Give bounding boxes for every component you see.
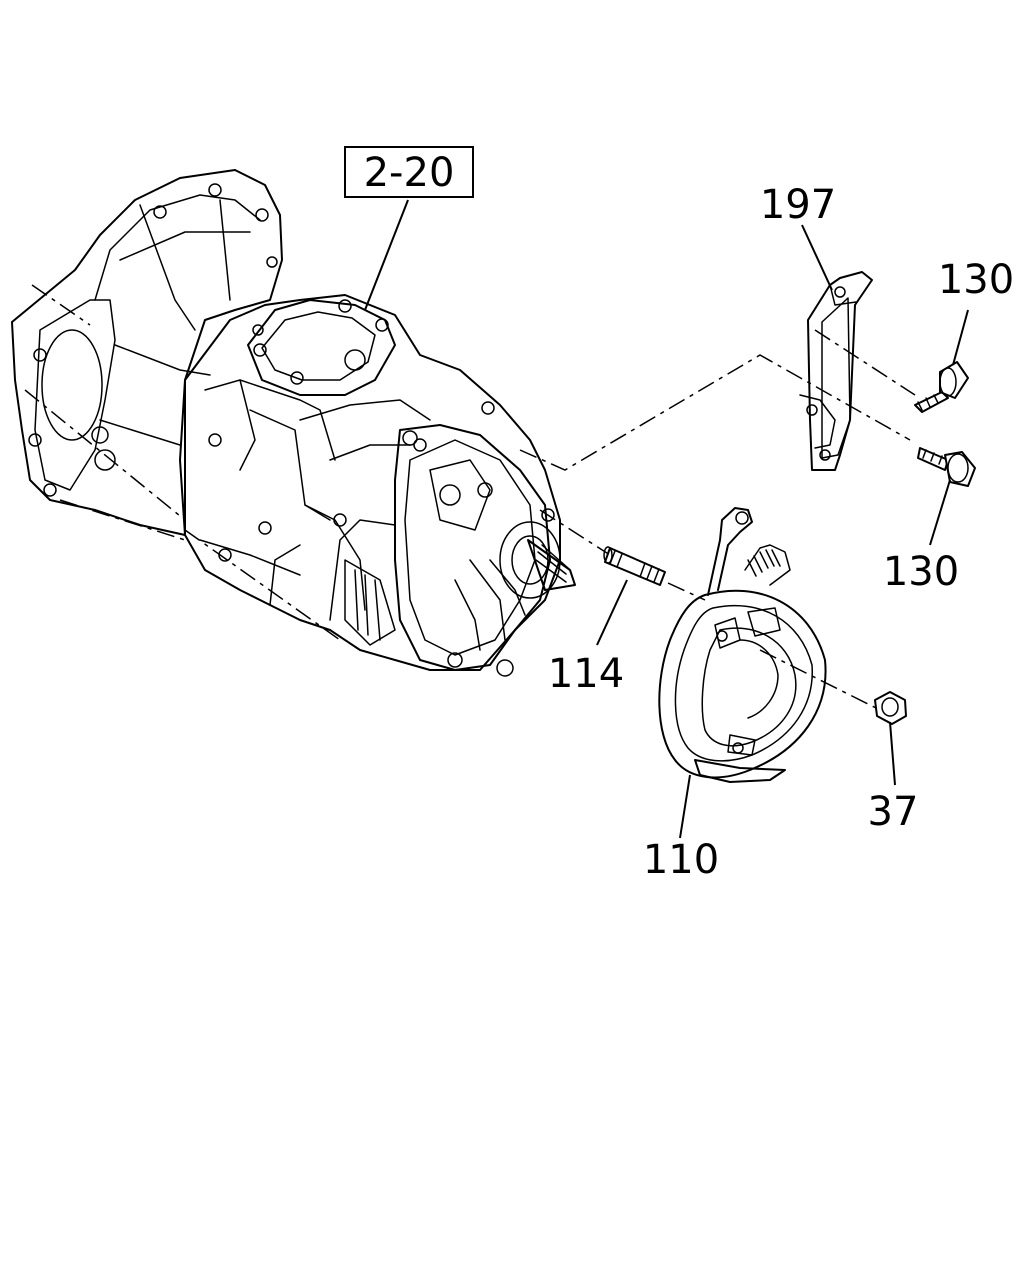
callout-114[interactable]: 114: [548, 651, 624, 697]
bracket-part-197: [799, 271, 873, 471]
reference-box: 2-20: [344, 146, 474, 198]
reference-box-label: 2-20: [364, 150, 455, 196]
callout-37[interactable]: 37: [868, 789, 919, 835]
callout-130-lower[interactable]: 130: [883, 549, 959, 595]
callout-110[interactable]: 110: [643, 837, 719, 883]
transmission-assembly: [11, 169, 576, 677]
brake-assembly-part-110: [658, 507, 827, 783]
bolt-part-130-lower: [917, 447, 976, 487]
nut-part-37: [874, 691, 907, 725]
assembly-centerlines: [24, 284, 916, 711]
callout-197[interactable]: 197: [760, 182, 836, 228]
bolt-part-130-upper: [914, 361, 969, 413]
reference-box-frame: [344, 146, 474, 198]
stud-part-114: [603, 546, 666, 586]
leader-lines: [364, 199, 969, 839]
callout-130-upper[interactable]: 130: [938, 257, 1014, 303]
